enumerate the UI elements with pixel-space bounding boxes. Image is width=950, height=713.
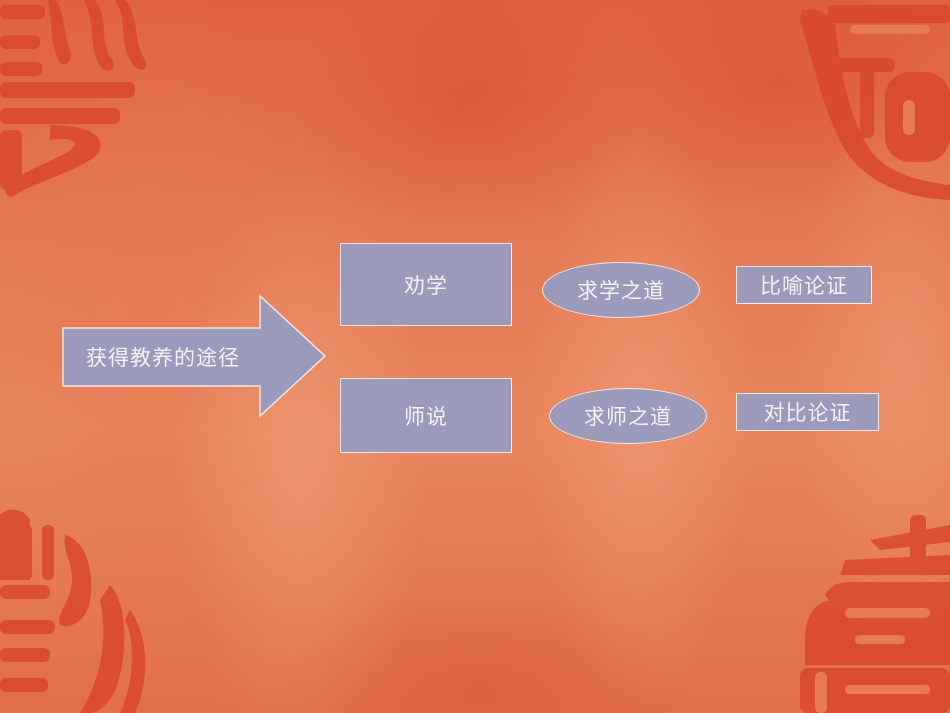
right-arrow-icon — [62, 294, 327, 418]
top-left-seal-icon — [0, 0, 170, 210]
theme-ellipse-qiushi: 求师之道 — [549, 388, 707, 444]
top-right-seal-icon — [790, 0, 950, 210]
method-box-duibi: 对比论证 — [736, 393, 879, 431]
bottom-right-seal-icon — [790, 500, 950, 713]
theme-ellipse-qiuxue: 求学之道 — [542, 262, 700, 318]
branch-node-quanxue: 劝学 — [340, 243, 512, 326]
branch-node-shishuo: 师说 — [340, 378, 512, 453]
bottom-left-seal-icon — [0, 500, 170, 713]
root-label: 获得教养的途径 — [86, 346, 240, 370]
method-box-biyu: 比喻论证 — [736, 266, 872, 304]
